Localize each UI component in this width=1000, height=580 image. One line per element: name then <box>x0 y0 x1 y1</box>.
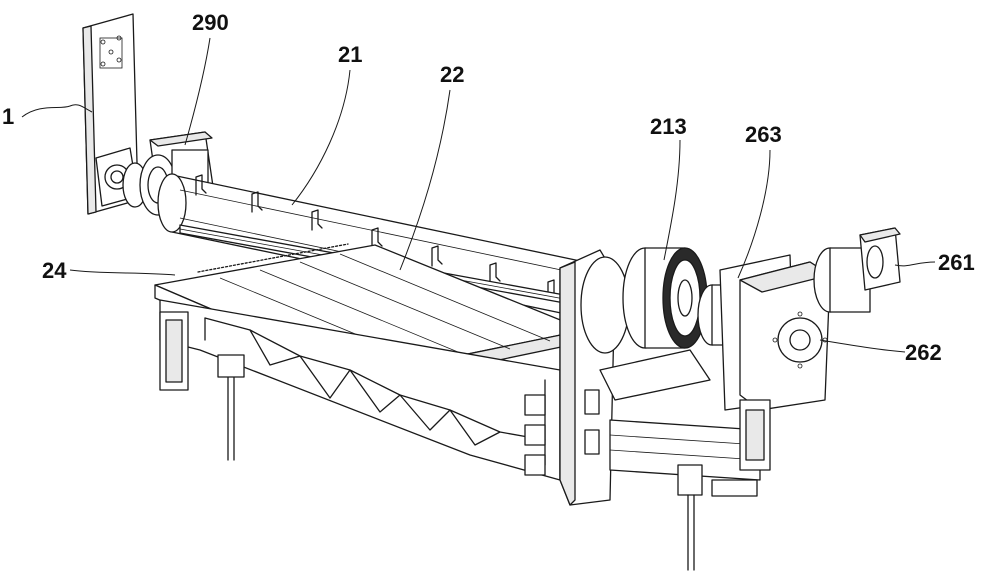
gear-coupling <box>622 247 708 349</box>
lower-rails <box>609 399 771 571</box>
bearing-housing <box>580 256 711 401</box>
label-22: 22 <box>440 62 464 87</box>
label-24: 24 <box>42 258 67 283</box>
motor <box>813 227 901 313</box>
label-290: 290 <box>192 10 229 35</box>
label-261: 261 <box>938 250 975 275</box>
label-263: 263 <box>745 122 782 147</box>
gearbox <box>739 261 831 411</box>
label-213: 213 <box>650 114 687 139</box>
label-21: 21 <box>338 42 362 67</box>
left-legs <box>159 311 245 461</box>
label-1: 1 <box>2 104 14 129</box>
leader-lines <box>21 37 936 353</box>
part-labels: 1 290 21 22 24 213 263 261 262 <box>2 10 975 365</box>
mounting-plate <box>82 13 139 215</box>
label-262: 262 <box>905 340 942 365</box>
